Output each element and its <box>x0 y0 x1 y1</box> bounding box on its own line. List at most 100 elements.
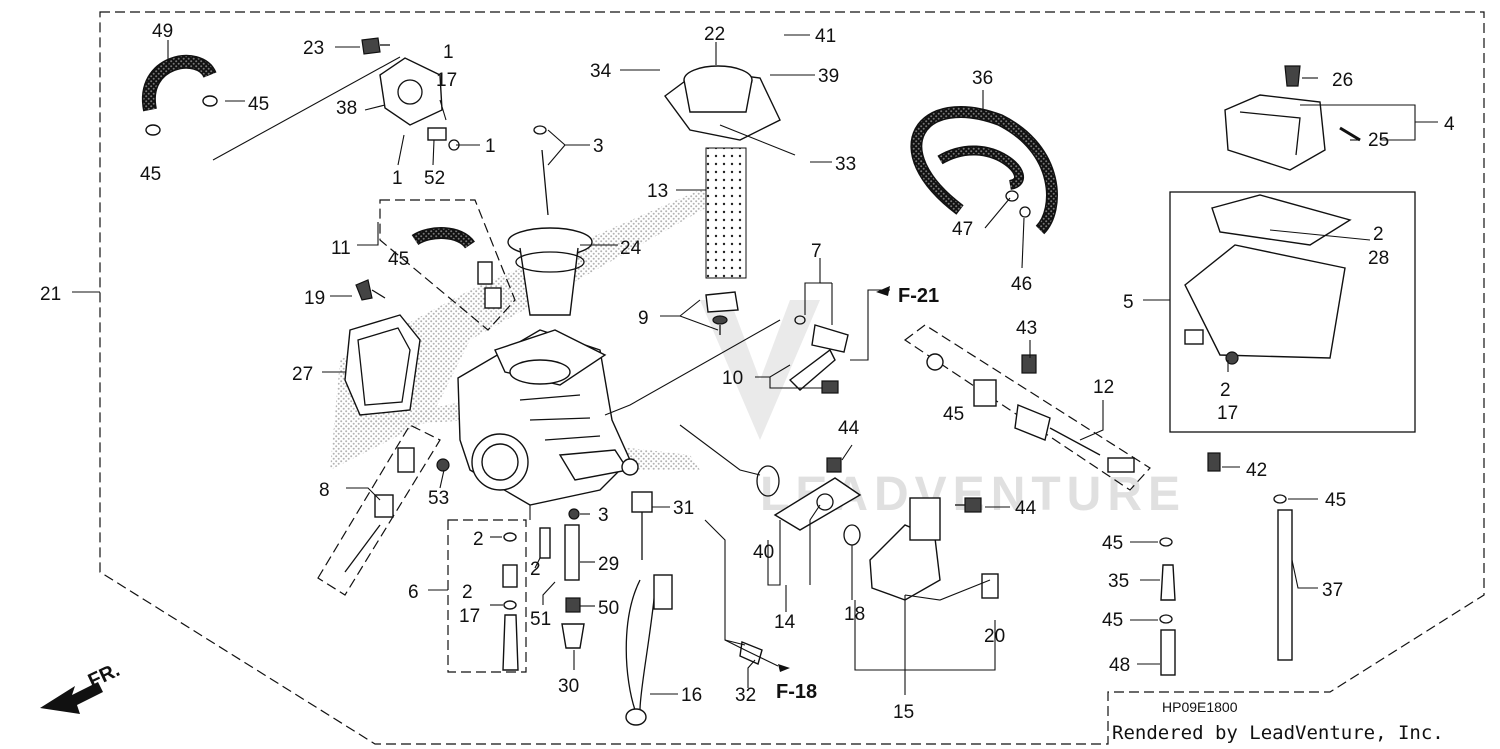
ref-label-f-18[interactable]: F-18 <box>776 681 817 703</box>
callout-5: 5 <box>1123 292 1134 313</box>
part-16-harness <box>625 574 673 726</box>
callout-40: 40 <box>753 542 774 563</box>
part-5-box <box>1169 191 1416 433</box>
part-13-spring <box>705 147 747 279</box>
part-38-accelerator-pump <box>379 57 443 126</box>
callout-41: 41 <box>815 26 836 47</box>
callout-42: 42 <box>1246 460 1267 481</box>
part-29-jet <box>564 524 580 581</box>
part-31-holder <box>631 491 653 560</box>
part-45-clips-right <box>1159 494 1287 624</box>
callout-4: 4 <box>1444 114 1455 135</box>
part-44-screws <box>826 457 982 513</box>
callout-16: 16 <box>681 685 702 706</box>
callout-52: 52 <box>424 168 445 189</box>
callout-45: 45 <box>248 94 269 115</box>
part-4-cover <box>1224 94 1326 171</box>
callout-11: 11 <box>331 238 351 259</box>
part-10-bracket <box>788 348 839 394</box>
part-19-screw <box>355 279 386 301</box>
callout-18: 18 <box>844 604 865 625</box>
part-51-jet <box>539 527 551 559</box>
part-20-screw <box>981 573 999 599</box>
callout-21: 21 <box>40 284 61 305</box>
callout-47: 47 <box>952 219 973 240</box>
callout-27: 27 <box>292 364 313 385</box>
callout-45: 45 <box>1325 490 1346 511</box>
part-53-screw <box>436 458 450 472</box>
callout-45: 45 <box>388 249 409 270</box>
front-arrow-icon <box>40 682 103 714</box>
callout-8: 8 <box>319 480 330 501</box>
part-15-throttle-sensor <box>869 497 941 601</box>
ref-arrows <box>724 286 890 672</box>
part-12-group <box>903 324 1151 491</box>
assembly-outline <box>99 11 1485 745</box>
callout-12: 12 <box>1093 377 1114 398</box>
callout-26: 26 <box>1332 70 1353 91</box>
callout-29: 29 <box>598 554 619 575</box>
callout-34: 34 <box>590 61 612 82</box>
callout-36: 36 <box>972 68 993 89</box>
callout-49: 49 <box>152 21 173 42</box>
part-14-plate <box>773 477 862 531</box>
part-11-group <box>379 199 516 331</box>
callout-20: 20 <box>984 626 1005 647</box>
callout-45: 45 <box>140 164 161 185</box>
callout-17: 17 <box>459 606 480 627</box>
callout-17: 17 <box>1217 403 1238 424</box>
part-8-group <box>317 424 441 596</box>
part-35-fitting <box>1160 564 1176 601</box>
part-47-46-clips <box>1005 190 1031 218</box>
callout-45: 45 <box>1102 610 1123 631</box>
callout-19: 19 <box>304 288 325 309</box>
part-5-float-chamber <box>1184 194 1352 365</box>
part-48-tube <box>1160 629 1176 676</box>
callout-39: 39 <box>818 66 839 87</box>
callout-13: 13 <box>647 181 668 202</box>
callout-2: 2 <box>462 582 473 603</box>
part-23-bolt <box>361 37 390 55</box>
callout-44: 44 <box>838 418 860 439</box>
callout-31: 31 <box>673 498 694 519</box>
part-6-group <box>447 519 527 673</box>
part-9-jet-needle <box>705 291 739 335</box>
ref-label-f-21[interactable]: F-21 <box>898 285 939 307</box>
callout-48: 48 <box>1109 655 1130 676</box>
part-3-needle <box>533 125 549 216</box>
callout-50: 50 <box>598 598 619 619</box>
part-22-top-cap <box>664 65 781 141</box>
callout-33: 33 <box>835 154 856 175</box>
callout-2: 2 <box>1373 224 1384 245</box>
callout-2: 2 <box>530 559 541 580</box>
callout-15: 15 <box>893 702 914 723</box>
diagram-code: HP09E1800 <box>1162 699 1238 715</box>
part-7-valve <box>794 315 849 353</box>
callout-25: 25 <box>1368 130 1389 151</box>
part-52-fitting <box>427 127 460 151</box>
credit-text: Rendered by LeadVenture, Inc. <box>1112 722 1444 744</box>
part-26-screw <box>1284 65 1301 87</box>
callout-1: 1 <box>485 136 496 157</box>
callout-32: 32 <box>735 685 756 706</box>
callout-51: 51 <box>530 609 551 630</box>
part-50-jet <box>565 597 581 613</box>
part-30-drain <box>561 623 585 649</box>
callout-24: 24 <box>620 238 642 259</box>
callout-28: 28 <box>1368 248 1389 269</box>
part-36-hoses <box>910 106 1058 235</box>
callout-9: 9 <box>638 308 649 329</box>
callout-2: 2 <box>1220 380 1231 401</box>
callout-22: 22 <box>704 24 725 45</box>
part-45-clips-left <box>145 95 218 136</box>
callout-45: 45 <box>1102 533 1123 554</box>
callout-3: 3 <box>593 136 604 157</box>
callout-37: 37 <box>1322 580 1343 601</box>
callout-6: 6 <box>408 582 419 603</box>
part-3-small-screw <box>568 508 580 520</box>
callout-23: 23 <box>303 38 324 59</box>
part-37-tube <box>1277 509 1293 661</box>
callout-43: 43 <box>1016 318 1037 339</box>
